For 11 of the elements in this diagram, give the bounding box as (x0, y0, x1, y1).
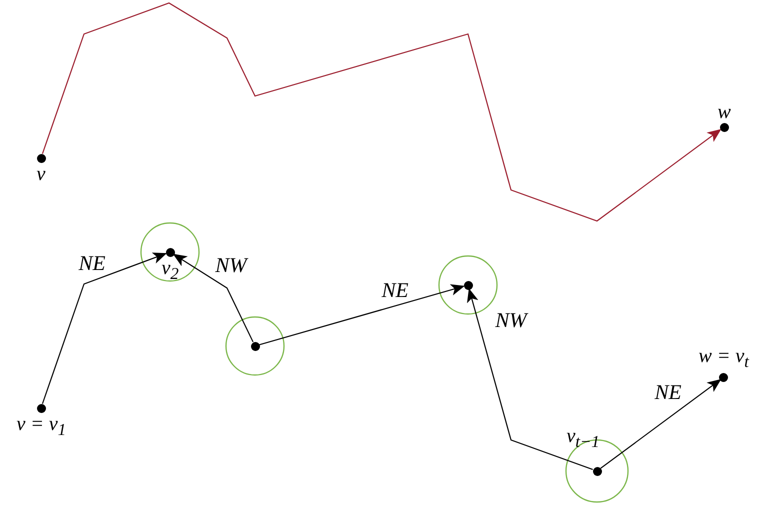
vertex-label: v$_{2}$ (162, 256, 179, 284)
vertex-label: v (36, 162, 46, 184)
arrow (600, 378, 722, 469)
arrow (42, 252, 167, 404)
arrow (172, 254, 254, 342)
vertex-label: w (718, 100, 731, 122)
arrow (42, 2, 722, 222)
arrow (259, 284, 465, 346)
arrow (467, 288, 593, 470)
vertex-label: w = v$_{t}$ (698, 344, 749, 372)
vertex-label: v = v$_{1}$ (16, 412, 66, 440)
